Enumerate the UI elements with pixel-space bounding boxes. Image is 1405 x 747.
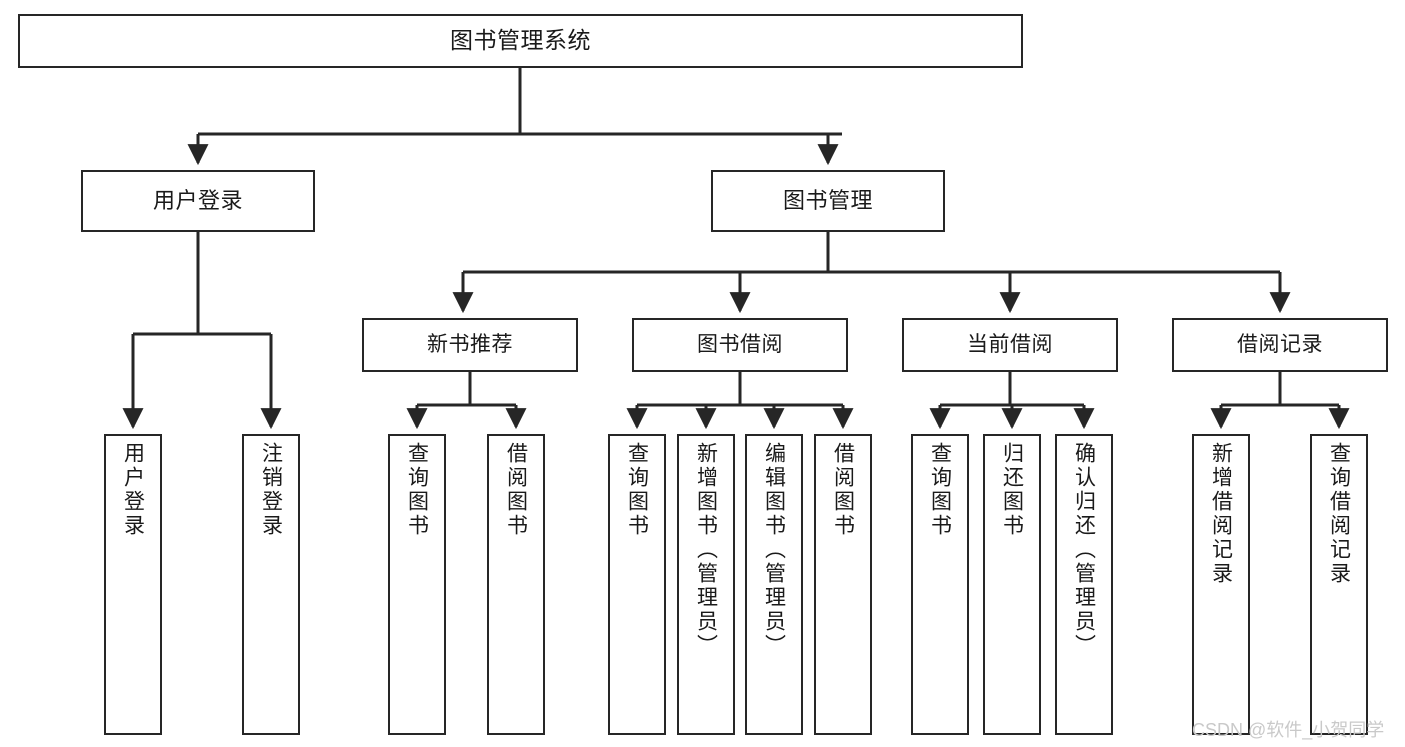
node-root[interactable]: 图书管理系统 bbox=[18, 14, 1023, 68]
node-leaf-user-login-label: 用户登录 bbox=[121, 442, 145, 538]
node-leaf-borrow-book-1[interactable]: 借阅图书 bbox=[487, 434, 545, 735]
node-leaf-borrow-book-2-label: 借阅图书 bbox=[831, 442, 855, 538]
node-leaf-edit-book-label: 编辑图书（管理员） bbox=[762, 442, 786, 658]
node-borrow-record-label: 借阅记录 bbox=[1237, 332, 1323, 356]
node-leaf-confirm-return-label: 确认归还（管理员） bbox=[1072, 442, 1096, 658]
node-new-book-rec-label: 新书推荐 bbox=[427, 332, 513, 356]
node-leaf-confirm-return[interactable]: 确认归还（管理员） bbox=[1055, 434, 1113, 735]
connector-group-root bbox=[187, 68, 842, 166]
node-leaf-query-record[interactable]: 查询借阅记录 bbox=[1310, 434, 1368, 735]
node-new-book-rec[interactable]: 新书推荐 bbox=[362, 318, 578, 372]
node-leaf-add-record-label: 新增借阅记录 bbox=[1209, 442, 1233, 586]
node-leaf-logout-label: 注销登录 bbox=[259, 442, 283, 538]
node-leaf-query-book-2-label: 查询图书 bbox=[625, 442, 649, 538]
node-leaf-borrow-book-1-label: 借阅图书 bbox=[504, 442, 528, 538]
connector-group-book-borrow bbox=[626, 372, 854, 430]
node-leaf-borrow-book-2[interactable]: 借阅图书 bbox=[814, 434, 872, 735]
node-leaf-edit-book[interactable]: 编辑图书（管理员） bbox=[745, 434, 803, 735]
node-book-manage[interactable]: 图书管理 bbox=[711, 170, 945, 232]
connector-group-current-borrow bbox=[929, 372, 1095, 430]
node-borrow-record[interactable]: 借阅记录 bbox=[1172, 318, 1388, 372]
node-book-borrow-label: 图书借阅 bbox=[697, 332, 783, 356]
node-leaf-return-book[interactable]: 归还图书 bbox=[983, 434, 1041, 735]
node-user-login-label: 用户登录 bbox=[152, 188, 243, 214]
node-current-borrow[interactable]: 当前借阅 bbox=[902, 318, 1118, 372]
node-leaf-query-book-3[interactable]: 查询图书 bbox=[911, 434, 969, 735]
node-leaf-logout[interactable]: 注销登录 bbox=[242, 434, 300, 735]
node-leaf-query-book-3-label: 查询图书 bbox=[928, 442, 952, 538]
node-leaf-add-book[interactable]: 新增图书（管理员） bbox=[677, 434, 735, 735]
node-leaf-user-login[interactable]: 用户登录 bbox=[104, 434, 162, 735]
node-leaf-query-book-1-label: 查询图书 bbox=[405, 442, 429, 538]
connector-group-book-manage bbox=[452, 232, 1291, 314]
node-user-login[interactable]: 用户登录 bbox=[81, 170, 315, 232]
node-leaf-return-book-label: 归还图书 bbox=[1000, 442, 1024, 538]
node-leaf-query-record-label: 查询借阅记录 bbox=[1327, 442, 1351, 586]
connector-group-borrow-record bbox=[1210, 372, 1350, 430]
node-leaf-query-book-1[interactable]: 查询图书 bbox=[388, 434, 446, 735]
node-root-label: 图书管理系统 bbox=[450, 27, 591, 54]
node-leaf-add-book-label: 新增图书（管理员） bbox=[694, 442, 718, 658]
node-book-manage-label: 图书管理 bbox=[782, 188, 873, 214]
node-leaf-query-book-2[interactable]: 查询图书 bbox=[608, 434, 666, 735]
connector-group-new-book-rec bbox=[406, 372, 527, 430]
connector-group-user-login bbox=[122, 232, 282, 430]
node-book-borrow[interactable]: 图书借阅 bbox=[632, 318, 848, 372]
node-leaf-add-record[interactable]: 新增借阅记录 bbox=[1192, 434, 1250, 735]
node-current-borrow-label: 当前借阅 bbox=[967, 332, 1053, 356]
